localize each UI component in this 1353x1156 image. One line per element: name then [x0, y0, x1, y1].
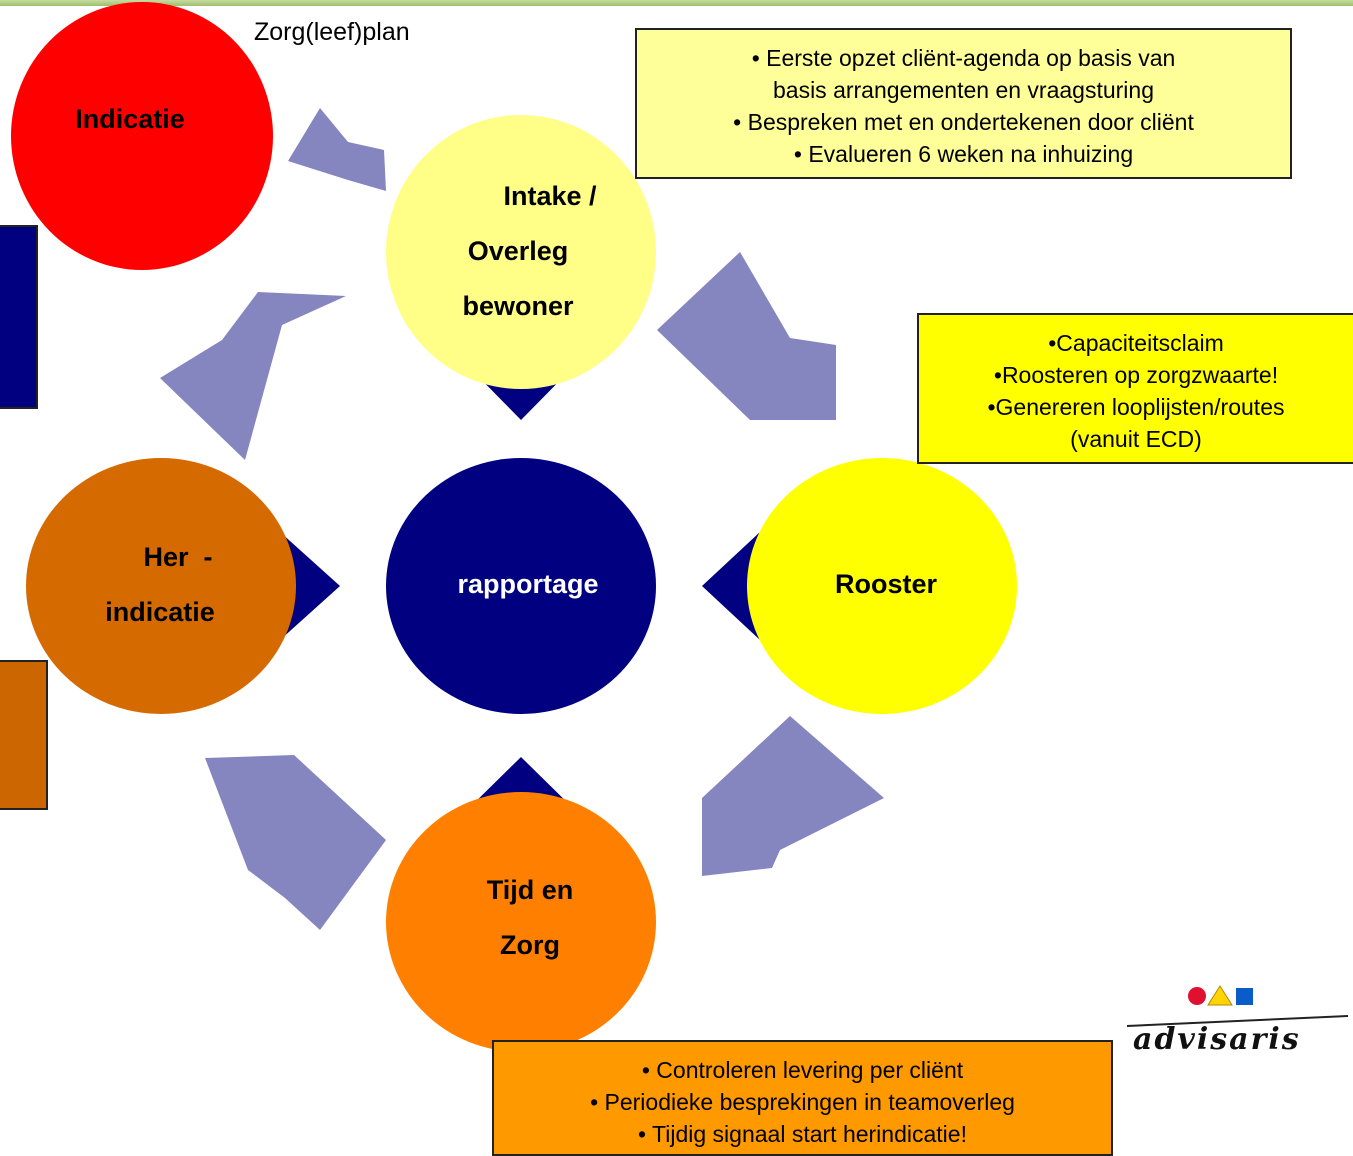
rooster-label: Rooster [834, 569, 937, 599]
diagram-title: Zorg(leef)plan [254, 18, 410, 46]
intake-note-1: • Eerste opzet cliënt-agenda op basis va… [751, 45, 1176, 71]
indicatie-circle [11, 2, 273, 270]
tijd-label-line-1: Tijd en [486, 875, 574, 905]
rooster-note-4: (vanuit ECD) [1070, 426, 1202, 452]
advisaris-logo: advisaris [1133, 1022, 1301, 1057]
intake-note-2: basis arrangementen en vraagsturing [772, 77, 1154, 103]
top-accent-bar [0, 0, 1353, 6]
intake-label: Intake / [440, 169, 660, 224]
indicatie-label: Indicatie [75, 104, 185, 134]
logo-underline [1126, 1015, 1349, 1027]
herindicatie-label-line-2: indicatie [105, 597, 215, 627]
rooster-note-1: •Capaciteitsclaim [1048, 330, 1224, 356]
left-navy-bar [0, 225, 38, 409]
herindicatie-label-line-1: Her - [143, 542, 213, 572]
tijd-notes-box: • Controleren levering per cliënt • Peri… [492, 1040, 1113, 1156]
arrow-rooster-to-tijd [702, 716, 884, 876]
yellow-triangle-icon [1207, 985, 1233, 1006]
arrow-intake-to-rooster [657, 252, 836, 420]
herindicatie-circle [26, 458, 296, 714]
intake-note-4: • Evalueren 6 weken na inhuizing [793, 141, 1134, 167]
intake-note-3: • Bespreken met en ondertekenen door cli… [733, 109, 1194, 135]
tijd-label-line-2: Zorg [500, 930, 560, 960]
tijd-note-1: • Controleren levering per cliënt [641, 1057, 964, 1083]
tijd-note-2: • Periodieke besprekingen in teamoverleg [590, 1089, 1015, 1115]
pointer-right [702, 532, 760, 640]
herindicatie-label: Her - indicatie [80, 530, 260, 640]
intake-label-line-2-wrap: Overleg bewoner [418, 224, 618, 334]
tijd-circle [386, 792, 656, 1052]
tijd-note-3: • Tijdig signaal start herindicatie! [638, 1121, 967, 1147]
left-rust-bar [0, 660, 48, 810]
rooster-note-3: •Genereren looplijsten/routes [987, 394, 1285, 420]
arrow-indicatie-to-intake [288, 108, 386, 191]
pointer-left [280, 532, 340, 640]
red-circle-icon [1188, 987, 1206, 1005]
rapportage-circle [386, 458, 656, 714]
arrow-herindicatie-to-intake [160, 292, 346, 460]
rooster-circle [747, 458, 1017, 714]
intake-circle [386, 115, 656, 389]
tijd-label: Tijd en Zorg [430, 863, 630, 973]
intake-label-line-1: Intake / [503, 181, 597, 211]
rooster-notes-box: •Capaciteitsclaim •Roosteren op zorgzwaa… [917, 313, 1353, 464]
rapportage-label: rapportage [457, 569, 599, 599]
blue-square-icon [1236, 988, 1253, 1005]
intake-notes-box: • Eerste opzet cliënt-agenda op basis va… [635, 28, 1292, 179]
arrow-tijd-to-herindicatie [205, 755, 386, 930]
rooster-note-2: •Roosteren op zorgzwaarte! [993, 362, 1279, 388]
intake-label-line-2: Overleg [467, 236, 569, 266]
intake-label-line-3: bewoner [462, 291, 574, 321]
